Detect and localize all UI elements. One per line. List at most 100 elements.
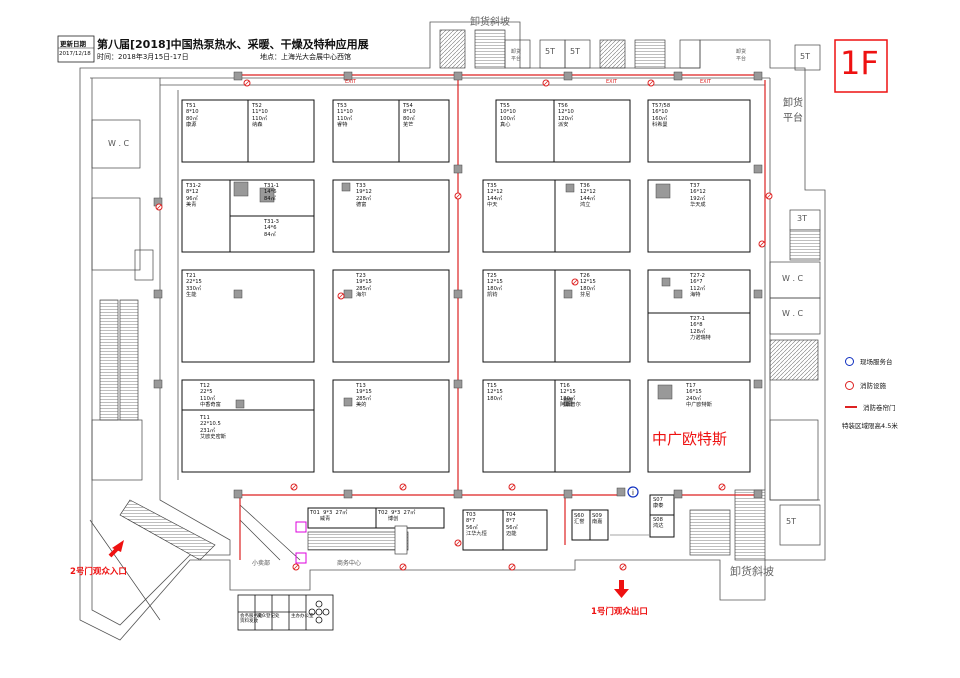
booth-T31-3 xyxy=(229,215,315,253)
legend-fire-door: 消防卷帘门 xyxy=(845,402,896,412)
exit-sign-2: EXIT xyxy=(606,79,618,85)
five-t-label-1: 5T xyxy=(545,47,555,56)
header-block xyxy=(57,35,95,63)
top-service-area xyxy=(439,29,821,71)
table-cell-office: 主办办公室 xyxy=(291,614,314,619)
booth-label-T13: T13 19*15 285㎡ 美的 xyxy=(356,383,372,408)
booth-label-T01: T01 9*3 27㎡ 威青 xyxy=(310,510,348,523)
booth-T13 xyxy=(332,379,450,473)
three-t-label: 3T xyxy=(797,214,807,223)
service-desk-icon: i xyxy=(627,486,639,498)
booth-grid xyxy=(181,99,751,551)
entrance-arrow-icon xyxy=(108,540,124,558)
update-label: 更新日期 xyxy=(60,40,86,48)
bottom-ramp-label: 卸货斜坡 xyxy=(730,565,774,578)
booth-T11 xyxy=(181,409,315,473)
booth-label-T33: T33 19*12 228㎡ 德富 xyxy=(356,183,372,208)
booth-label-T31-3: T31-3 14*6 84㎡ xyxy=(264,219,279,238)
booth-label-T31-1: T31-1 14*6 84㎡ xyxy=(264,183,279,202)
booth-T02 xyxy=(375,507,445,529)
table-cell-service: 会务服务处 资料发放 xyxy=(240,614,263,625)
booth-T04 xyxy=(502,509,548,551)
exit-1-label: 1号门观众出口 xyxy=(591,607,648,617)
booth-label-T21: T21 22*15 330㎡ 生能 xyxy=(186,273,202,298)
booth-label-T35: T35 12*12 144㎡ 中天 xyxy=(487,183,503,208)
booth-label-T02: T02 9*3 27㎡ 博创 xyxy=(378,510,416,523)
booth-T23 xyxy=(332,269,450,363)
top-ramp-label: 卸货斜坡 xyxy=(470,17,510,28)
booth-label-T54: T54 8*10 80㎡ 芜芒 xyxy=(403,103,416,128)
booth-label-T55: T55 10*10 100㎡ 真心 xyxy=(500,103,516,128)
fire-door-line-icon xyxy=(845,406,857,408)
booth-T27-1 xyxy=(647,312,751,363)
height-note: 特装区域限高4.5米 xyxy=(842,422,898,430)
unload-platform-small-left: 卸货 平台 xyxy=(511,49,522,62)
booth-label-T31-2: T31-2 8*12 96㎡ 美青 xyxy=(186,183,201,208)
exit-sign-1: EXIT xyxy=(345,79,357,85)
page-title: 第八届[2018]中国热泵热水、采暖、干燥及特种应用展 xyxy=(97,38,369,51)
booth-T17 xyxy=(647,379,751,473)
svg-text:i: i xyxy=(632,489,634,497)
booth-S08 xyxy=(649,514,675,538)
booth-label-S07: S07 康泰 xyxy=(653,497,664,510)
exit-sign-3: EXIT xyxy=(700,79,712,85)
booth-T54 xyxy=(398,99,450,163)
fire-door-lines xyxy=(239,74,766,560)
booth-label-T56: T56 12*10 120㎡ 派安 xyxy=(558,103,574,128)
update-date: 2017/12/18 xyxy=(59,51,91,57)
fire-equipment-icon xyxy=(845,380,854,390)
legend-service: 现场服务台 xyxy=(845,356,893,366)
booth-label-T16: T16 12*15 180㎡ 阿斯普尔 xyxy=(560,383,581,408)
booth-T36 xyxy=(554,179,631,253)
booth-label-T36: T36 12*12 144㎡ 鸿立 xyxy=(580,183,596,208)
booth-label-S60: S60 汇誉 xyxy=(574,513,585,526)
booth-label-T37: T37 16*12 192㎡ 华天成 xyxy=(690,183,706,208)
wc-label-right-2: W . C xyxy=(782,309,804,318)
booth-T56 xyxy=(553,99,631,163)
booth-label-T03: T03 8*7 56㎡ 江华九恒 xyxy=(466,512,487,537)
booth-label-T53: T53 11*10 110㎡ 睿特 xyxy=(337,103,353,128)
booth-T52 xyxy=(247,99,315,163)
five-t-label-4: 5T xyxy=(786,517,796,526)
unload-platform-right-label: 卸货 平台 xyxy=(783,98,803,124)
booth-label-T27-1: T27-1 16*8 128㎡ 力诺瑞特 xyxy=(690,316,711,341)
booth-T26 xyxy=(554,269,631,363)
exit-arrow-icon xyxy=(614,580,629,598)
booth-T37 xyxy=(647,179,751,253)
booth-label-S09: S09 南嘉 xyxy=(592,513,603,526)
booth-label-T04: T04 8*7 56㎡ 迈能 xyxy=(506,512,518,537)
booth-S09 xyxy=(589,509,609,541)
booth-T21 xyxy=(181,269,315,363)
right-service-core xyxy=(689,209,821,561)
five-t-label-3: 5T xyxy=(800,52,810,61)
table-cell-registration: 观众登记处 xyxy=(257,614,280,619)
booth-label-T27-2: T27-2 16*7 112㎡ 海特 xyxy=(690,273,706,298)
business-center xyxy=(239,504,650,564)
booth-label-T52: T52 11*10 110㎡ 纳森 xyxy=(252,103,268,128)
five-t-label-2: 5T xyxy=(570,47,580,56)
booth-T33 xyxy=(332,179,450,253)
booth-label-T11: T11 22*10.5 231㎡ 艾欧史密斯 xyxy=(200,415,226,440)
booth-T57 xyxy=(647,99,751,163)
shop-label: 小卖部 xyxy=(252,560,271,567)
event-venue: 地点：上海光大会展中心西馆 xyxy=(260,53,351,61)
booth-label-T25: T25 12*15 180㎡ 凯钧 xyxy=(487,273,503,298)
booth-label-T12: T12 22*5 110㎡ 中香奇富 xyxy=(200,383,221,408)
business-center-label: 商务中心 xyxy=(337,560,362,567)
booth-label-T57: T57/58 16*10 160㎡ 科希曼 xyxy=(652,103,671,128)
booth-label-T17: T17 16*15 240㎡ 中广欧特斯 xyxy=(686,383,712,408)
wc-label-left: W . C xyxy=(108,139,130,148)
booth-label-T51: T51 8*10 80㎡ 康源 xyxy=(186,103,199,128)
structural-columns xyxy=(153,71,763,499)
wc-label-right-1: W . C xyxy=(782,274,804,283)
booth-label-T23: T23 19*15 285㎡ 海尔 xyxy=(356,273,372,298)
brand-label: 中广欧特斯 xyxy=(652,430,728,448)
floor-label: 1F xyxy=(840,44,879,82)
booth-label-T26: T26 12*15 180㎡ 芬尼 xyxy=(580,273,596,298)
bottom-table xyxy=(237,594,334,631)
floor-badge-frame xyxy=(834,39,888,93)
booth-label-T15: T15 12*15 180㎡ xyxy=(487,383,503,402)
legend-fire: 消防设施 xyxy=(845,380,886,390)
booth-T16 xyxy=(554,379,631,473)
